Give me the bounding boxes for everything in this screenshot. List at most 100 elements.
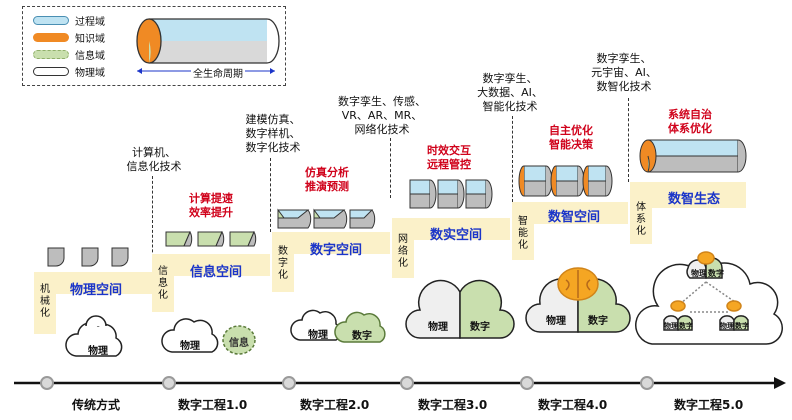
cloud-label-physical-0: 物理 [88,346,108,357]
physical-blocks [47,247,129,267]
stair-step-4 [512,202,628,224]
cloud-stage3 [405,279,515,339]
stair-step-1 [152,254,270,276]
connector-line [512,116,513,202]
tech-line: 大数据、AI、 [477,86,543,99]
cloud-stage4 [525,267,631,333]
cloud-label-twin-4: 数字 [588,316,608,327]
stair-riser-4 [512,202,534,260]
stair-riser-2 [272,232,294,292]
tech-line: VR、AR、MR、 [341,109,423,122]
tech-line: 数字孪生、 [482,72,538,85]
tech-line: 信息化技术 [126,160,182,173]
cloud-label-eco-twin-left: 数字 [679,322,693,330]
tech-stage-5: 数字孪生、 元宇宙、AI、 数智化技术 [574,52,674,94]
feature-line: 自主优化 [549,124,593,137]
cloud-label-info: 信息 [229,338,249,349]
smart-cylinders [518,165,613,197]
space-label-3: 数实空间 [430,228,483,243]
lifecycle-label: 全生命周期 [191,65,245,80]
cloud-label-physical-3: 物理 [428,322,448,333]
connector-line [152,176,153,272]
tech-line: 数字孪生、 [596,52,652,65]
timeline-node [520,376,534,390]
process-swatch [33,16,69,25]
cloud-label-physical-4: 物理 [546,316,566,327]
twin-cylinders [409,179,493,209]
legend-panel: 过程域 知识域 信息域 物理域 全生命周期 [22,6,286,86]
tech-line: 数字化技术 [245,141,301,154]
tech-line: 数字孪生、传感、 [338,95,426,108]
space-label-5: 数智生态 [668,192,721,207]
timeline-node [282,376,296,390]
feature-line: 推演预测 [305,180,349,193]
stair-side-label-1: 信息化 [158,266,168,301]
physical-swatch [33,67,69,76]
space-label-4: 数智空间 [548,210,601,225]
cloud-label-eco-twin-right: 数字 [735,322,749,330]
tech-stage-4: 数字孪生、 大数据、AI、 智能化技术 [460,72,560,114]
era-label-5: 数字工程5.0 [674,398,744,412]
stair-side-label-4: 智能化 [518,216,528,251]
tech-line: 数字样机、 [245,127,301,140]
tech-line: 智能化技术 [482,100,538,113]
tech-line: 建模仿真、 [245,113,301,126]
feature-line: 系统自治 [668,108,712,121]
space-label-2: 数字空间 [310,243,363,258]
era-label-3: 数字工程3.0 [418,398,488,412]
connector-line [270,158,271,232]
space-label-1: 信息空间 [190,265,243,280]
cloud-stage5 [635,251,783,345]
lifecycle-cylinder [136,18,280,74]
stair-step-0 [34,272,156,294]
feature-line: 体系优化 [668,122,712,135]
ecosystem-cylinder [639,139,747,173]
tech-stage-3: 数字孪生、传感、 VR、AR、MR、 网络化技术 [332,95,432,137]
cloud-label-eco-twin: 数字 [708,269,724,278]
tech-line: 元宇宙、AI、 [591,66,657,79]
feature-stage-4: 自主优化 智能决策 [536,124,606,152]
era-label-2: 数字工程2.0 [300,398,370,412]
cloud-physical-stage1 [161,318,219,353]
era-label-1: 数字工程1.0 [178,398,248,412]
legend-label: 物理域 [75,68,105,79]
timeline-node [162,376,176,390]
stair-riser-5 [630,182,652,244]
legend-label: 过程域 [75,17,105,28]
legend-item-physical: 物理域 [33,64,105,79]
cloud-label-eco-physical: 物理 [691,269,707,278]
stair-step-2 [272,232,390,254]
cloud-label-eco-physical-right: 物理 [720,322,734,330]
feature-line: 远程管控 [427,158,471,171]
feature-line: 时效交互 [427,144,471,157]
era-label-0: 传统方式 [72,398,121,412]
timeline-node [400,376,414,390]
feature-line: 计算提速 [189,192,233,205]
tech-stage-1: 计算机、 信息化技术 [104,146,204,174]
feature-stage-3: 时效交互 远程管控 [414,144,484,172]
stair-riser-1 [152,254,174,312]
connector-line [628,98,629,182]
space-label-0: 物理空间 [70,283,123,298]
cloud-label-twin-3: 数字 [470,322,490,333]
timeline-node [40,376,54,390]
stair-side-label-2: 数字化 [278,246,288,281]
timeline-arrow [774,377,786,389]
stair-step-3 [392,218,510,240]
stair-riser-0 [34,272,56,334]
tech-line: 数智化技术 [596,80,652,93]
connector-line [390,138,391,198]
legend-label: 知识域 [75,34,105,45]
cloud-label-digital-2: 数字 [352,331,372,342]
timeline-node [640,376,654,390]
cloud-label-physical-2: 物理 [308,330,328,341]
information-swatch [33,50,69,59]
feature-stage-5: 系统自治 体系优化 [650,108,730,136]
cloud-physical-stage0 [65,315,123,357]
tech-line: 计算机、 [132,146,176,159]
cloud-digital-stage2 [334,311,386,343]
legend-item-knowledge: 知识域 [33,30,105,45]
legend-label: 信息域 [75,51,105,62]
feature-stage-2: 仿真分析 推演预测 [292,166,362,194]
